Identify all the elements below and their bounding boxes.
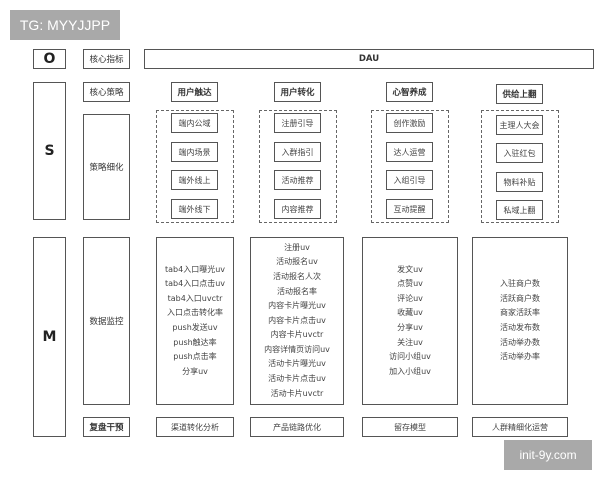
strategy-header-user-conversion: 用户转化: [274, 82, 321, 102]
metric-item: 分享uv: [397, 323, 423, 332]
metrics-box-supply: 入驻商户数 活跃商户数 商家活跃率 活动发布数 活动举办数 活动举办率: [472, 237, 568, 405]
tactic-item: 达人运营: [386, 142, 433, 162]
tactics-group-supply: [481, 110, 559, 223]
tactic-item: 入驻红包: [496, 143, 543, 163]
dau-box: DAU: [144, 49, 594, 69]
metric-item: 活动卡片曝光uv: [268, 359, 326, 369]
metric-item: push发送uv: [172, 323, 218, 332]
metric-item: 内容卡片uvctr: [270, 330, 324, 340]
review-intervene-label: 复盘干预: [83, 417, 130, 437]
watermark-top-left: TG: MYYJJPP: [10, 10, 120, 40]
data-monitor-label: 数据监控: [83, 237, 130, 405]
core-metric-label: 核心指标: [83, 49, 130, 69]
metric-item: 活动报名uv: [276, 257, 318, 267]
metric-item: 活跃商户数: [500, 293, 540, 303]
metric-item: 发文uv: [397, 264, 423, 274]
metric-item: 注册uv: [284, 242, 310, 252]
metric-item: 活动发布数: [500, 323, 540, 332]
metric-item: 商家活跃率: [500, 308, 540, 318]
tactic-item: 内容推荐: [274, 199, 321, 219]
metric-item: push触达率: [173, 337, 217, 347]
tactic-item: 私域上翻: [496, 200, 543, 220]
metric-item: 活动卡片uvctr: [270, 388, 324, 398]
strategy-header-user-reach: 用户触达: [171, 82, 218, 102]
metric-item: 点赞uv: [397, 279, 423, 289]
metric-item: 关注uv: [397, 337, 423, 347]
tactic-item: 端外线下: [171, 199, 218, 219]
review-item-user-conversion: 产品链路优化: [250, 417, 344, 437]
metrics-box-user-conversion: 注册uv 活动报名uv 活动报名人次 活动报名率 内容卡片曝光uv 内容卡片点击…: [250, 237, 344, 405]
layer-s-box: S: [33, 82, 66, 220]
tactic-item: 物料补贴: [496, 172, 543, 192]
tactics-group-mindset: [371, 110, 449, 223]
metric-item: tab4入口曝光uv: [164, 264, 225, 274]
tactic-item: 入群指引: [274, 142, 321, 162]
tactic-item: 端内公域: [171, 113, 218, 133]
metric-item: 分享uv: [182, 366, 208, 376]
strategy-header-supply: 供给上翻: [496, 84, 543, 104]
tactics-group-user-reach: [156, 110, 234, 223]
metrics-box-user-reach: tab4入口曝光uv tab4入口点击uv tab4入口uvctr 入口点击转化…: [156, 237, 234, 405]
metric-item: push点击率: [173, 352, 217, 362]
review-item-user-reach: 渠道转化分析: [156, 417, 234, 437]
tactics-group-user-conversion: [259, 110, 337, 223]
review-item-mindset: 留存模型: [362, 417, 458, 437]
metric-item: 活动卡片点击uv: [268, 374, 326, 384]
tactic-item: 互动提醒: [386, 199, 433, 219]
metric-item: 评论uv: [397, 293, 423, 303]
tactic-item: 主理人大会: [496, 115, 543, 135]
core-strategy-label: 核心策略: [83, 82, 130, 102]
metrics-box-mindset: 发文uv 点赞uv 评论uv 收藏uv 分享uv 关注uv 访问小组uv 加入小…: [362, 237, 458, 405]
metric-item: 访问小组uv: [389, 352, 431, 362]
metric-item: 活动报名人次: [273, 271, 321, 281]
metric-item: tab4入口点击uv: [164, 279, 225, 289]
tactic-item: 端内场景: [171, 142, 218, 162]
layer-o-box: O: [33, 49, 66, 69]
tactic-item: 入组引导: [386, 170, 433, 190]
tactic-item: 活动推荐: [274, 170, 321, 190]
metric-item: 活动举办数: [500, 337, 540, 347]
strategy-detail-label: 策略细化: [83, 114, 130, 220]
layer-m-box: M: [33, 237, 66, 437]
metric-item: tab4入口uvctr: [167, 293, 223, 303]
metric-item: 活动报名率: [277, 286, 317, 296]
tactic-item: 创作激励: [386, 113, 433, 133]
metric-item: 入口点击转化率: [167, 308, 223, 318]
metric-item: 内容详情页访问uv: [264, 344, 330, 354]
metric-item: 收藏uv: [397, 308, 423, 318]
metric-item: 入驻商户数: [500, 279, 540, 289]
tactic-item: 注册引导: [274, 113, 321, 133]
strategy-header-mindset: 心智养成: [386, 82, 433, 102]
metric-item: 活动举办率: [500, 352, 540, 362]
metric-item: 内容卡片点击uv: [268, 315, 326, 325]
watermark-bottom-right: init-9y.com: [504, 440, 592, 470]
review-item-supply: 人群精细化运营: [472, 417, 568, 437]
metric-item: 加入小组uv: [389, 366, 431, 376]
tactic-item: 端外线上: [171, 170, 218, 190]
metric-item: 内容卡片曝光uv: [268, 301, 326, 311]
